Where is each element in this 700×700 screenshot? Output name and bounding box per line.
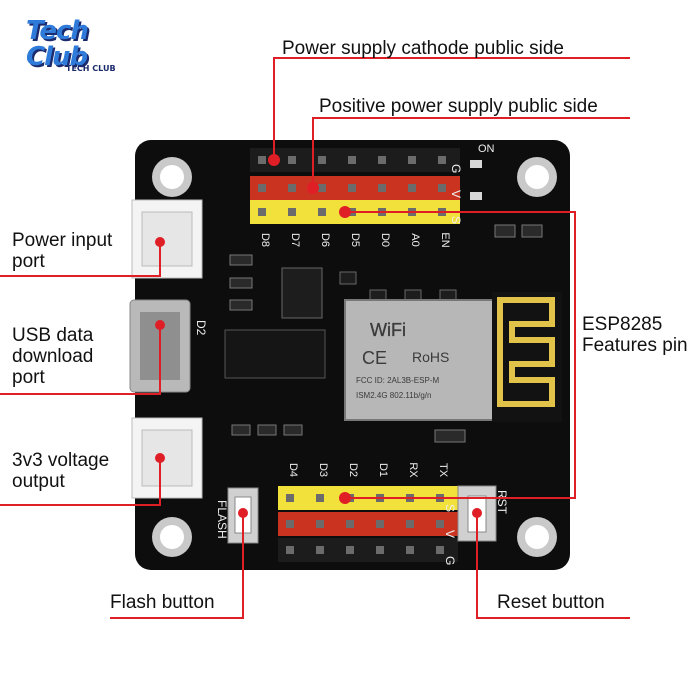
top-header-pin [408,184,416,192]
top-header-pin [378,184,386,192]
top-side-letter: S [449,216,463,224]
top-header-label: D6 [319,233,331,247]
smd-components [229,224,543,443]
bottom-header-pin [286,494,294,502]
flash-silkscreen: FLASH [215,500,229,539]
logo-title: Tech Club [26,16,89,72]
top-header-pin [318,156,326,164]
rst-silkscreen: RST [495,490,509,515]
top-header-pin [378,156,386,164]
top-header-pin [438,184,446,192]
top-header-label: D5 [349,233,361,247]
bottom-header-row-red [278,512,458,536]
callout-dots [155,154,482,518]
usb-serial-chip [224,329,326,379]
power-input-label-line2: port [12,251,45,272]
bottom-header-pin [346,546,354,554]
top-side-letter: G [449,164,463,173]
module-rohs-mark: RoHS [412,349,449,365]
module-fcc-id: FCC ID: 2AL3B-ESP-M [356,376,439,385]
flash-button-label: Flash button [110,592,215,613]
bottom-header-pin [406,520,414,528]
bottom-header-label: D2 [347,463,359,477]
bottom-side-letter: S [443,504,457,512]
logo-subtitle: TECH CLUB [66,64,116,73]
power-input-connector [131,199,203,279]
top-header-label: A0 [409,233,421,246]
bottom-side-letter: G [443,556,457,565]
callout-lines [0,57,630,619]
positive-label: Positive power supply public side [319,96,598,117]
esp-label-line1: ESP8285 [582,314,663,335]
top-header-label: D8 [259,233,271,247]
top-header-pin [318,184,326,192]
top-header-pin [258,156,266,164]
esp-label-line2: Features pin [582,335,688,356]
tech-club-logo: Tech Club TECH CLUB [18,14,128,84]
esp8285-module: WiFi CE RoHS FCC ID: 2AL3B-ESP-M ISM2.4G… [344,292,562,422]
top-header-pin [258,208,266,216]
positive-callout [312,117,630,188]
led-on-label: ON [478,143,495,155]
top-header-pin [318,208,326,216]
bottom-header-pin [286,520,294,528]
bottom-side-letter: V [443,530,457,538]
bottom-header-pin [376,546,384,554]
top-header-pin [288,208,296,216]
top-side-letter: V [449,190,463,198]
bottom-header-pin [286,546,294,554]
bottom-header-pin [316,520,324,528]
top-header-label: EN [439,232,451,247]
top-header-pin [408,156,416,164]
mounting-holes [152,157,557,557]
power-input-callout [0,242,161,277]
bottom-header-row-black [278,538,458,562]
bottom-header-pin [436,546,444,554]
v33-connector [131,417,203,499]
top-header-pin [288,156,296,164]
bottom-header-label: D1 [377,463,389,477]
v33-callout [0,458,161,506]
v33-label-line2: output [12,471,65,492]
esp-callout [345,211,576,499]
usb-label-line1: USB data [12,325,94,346]
cathode-label: Power supply cathode public side [282,38,565,59]
top-header-pin [288,184,296,192]
side-silkscreen: G V S S V G [443,164,463,565]
bottom-header-pin [436,520,444,528]
status-leds: ON [470,143,495,200]
bottom-header-pin [346,520,354,528]
bottom-header-label: D4 [287,463,299,477]
cathode-callout [273,57,630,160]
regulator-chip [281,267,323,319]
bottom-header-pin [406,546,414,554]
reset-button-label: Reset button [497,592,605,613]
top-header-label: D0 [379,233,391,247]
top-header-label: D7 [289,233,301,247]
usb-callout [0,325,161,395]
usb-label-line2: download [12,346,94,367]
bottom-header-label: D3 [317,463,329,477]
power-input-label-line1: Power input [12,230,113,251]
flash-callout [110,513,244,619]
module-wifi-mark: WiFi [370,320,406,340]
bottom-header-label: TX [437,463,449,478]
top-header-pin [348,184,356,192]
top-header-pin [348,156,356,164]
usb-label-line3: port [12,367,45,388]
module-ce-mark: CE [362,348,387,368]
top-header-pin [438,156,446,164]
bottom-header-pin [316,494,324,502]
bottom-header-label: RX [407,462,419,478]
module-band: ISM2.4G 802.11b/g/n [356,391,431,400]
bottom-header-pin [316,546,324,554]
v33-label-line1: 3v3 voltage [12,450,110,471]
bottom-header-pin [376,520,384,528]
d2-silkscreen: D2 [194,320,208,336]
reset-callout [476,513,630,619]
top-header-pin [258,184,266,192]
